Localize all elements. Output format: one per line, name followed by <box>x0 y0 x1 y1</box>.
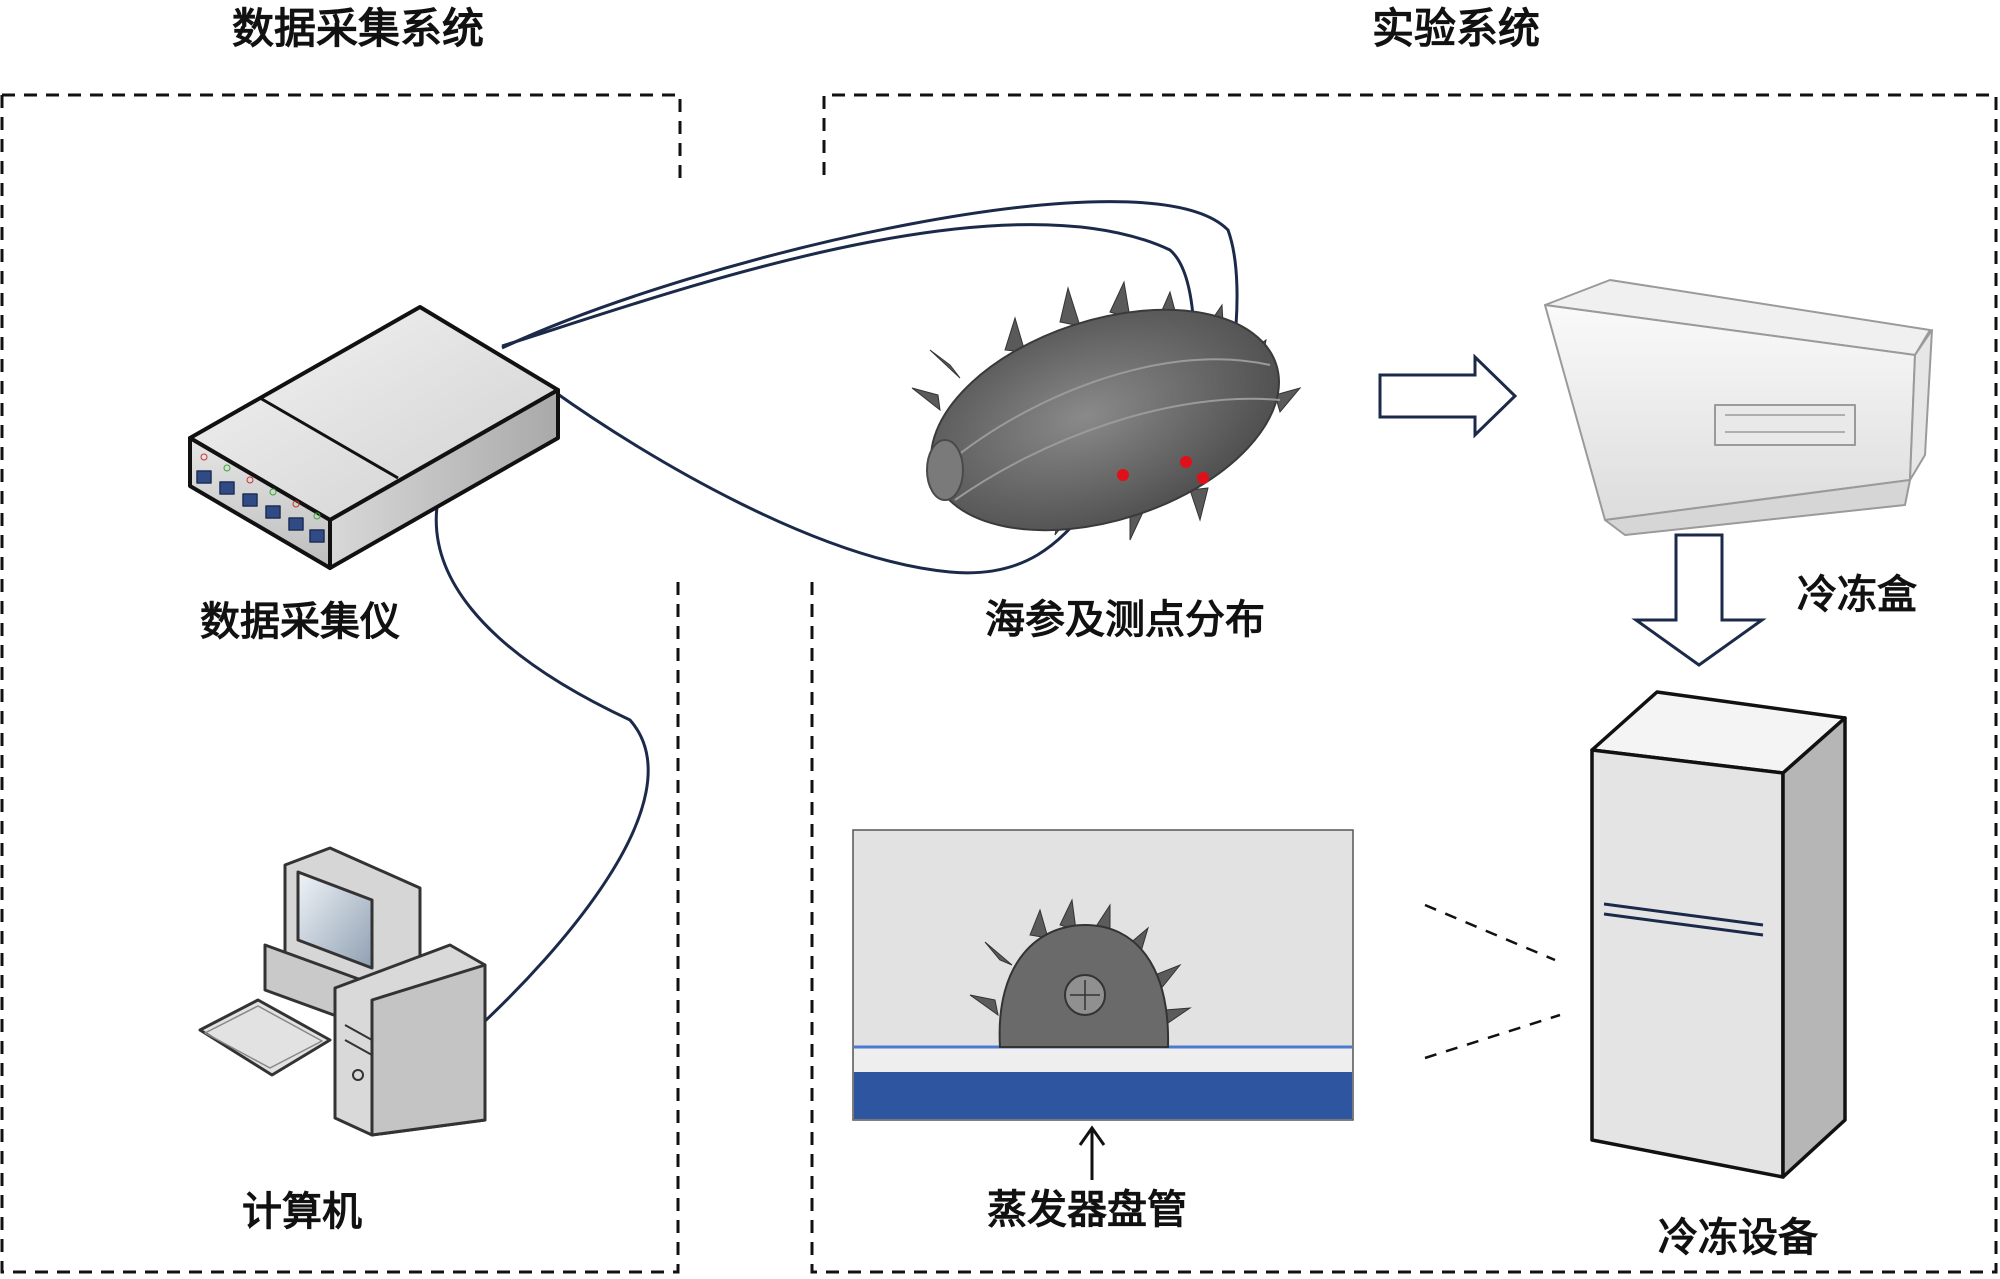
measuring-point-2 <box>1180 456 1192 468</box>
arrow-up-icon <box>1078 1125 1106 1180</box>
data-acquisition-system-title: 数据采集系统 <box>232 4 485 53</box>
evaporator-coil-plate <box>854 1072 1352 1119</box>
inset-sea-cucumber <box>969 898 1192 1048</box>
sea-cucumber-model <box>911 280 1302 541</box>
logger-ports <box>196 470 325 543</box>
logger-indicator-lights <box>200 453 321 520</box>
connector-lines <box>1424 903 1561 1060</box>
freezer-box-label: 冷冻盒 <box>1797 571 1917 618</box>
measuring-point-1 <box>1117 469 1129 481</box>
evaporator-coil-label: 蒸发器盘管 <box>987 1186 1187 1233</box>
data-logger-label: 数据采集仪 <box>200 598 400 645</box>
data-acquisition-boundary <box>0 93 682 1274</box>
data-logger-device <box>188 305 560 570</box>
experiment-system-title: 实验系统 <box>1372 4 1541 53</box>
measuring-points <box>1117 456 1209 484</box>
freezer-box <box>1544 279 1933 536</box>
arrow-right-icon <box>1378 353 1518 439</box>
evaporator-inset <box>852 829 1354 1121</box>
arrow-down-icon <box>1631 533 1767 667</box>
sea-cucumber-label: 海参及测点分布 <box>985 596 1265 643</box>
computer-label: 计算机 <box>242 1188 362 1235</box>
measuring-point-3 <box>1197 472 1209 484</box>
freezer-device-label: 冷冻设备 <box>1658 1214 1818 1261</box>
computer-device <box>198 846 487 1137</box>
experiment-boundary <box>810 93 1998 1274</box>
freezer-device <box>1590 690 1847 1179</box>
